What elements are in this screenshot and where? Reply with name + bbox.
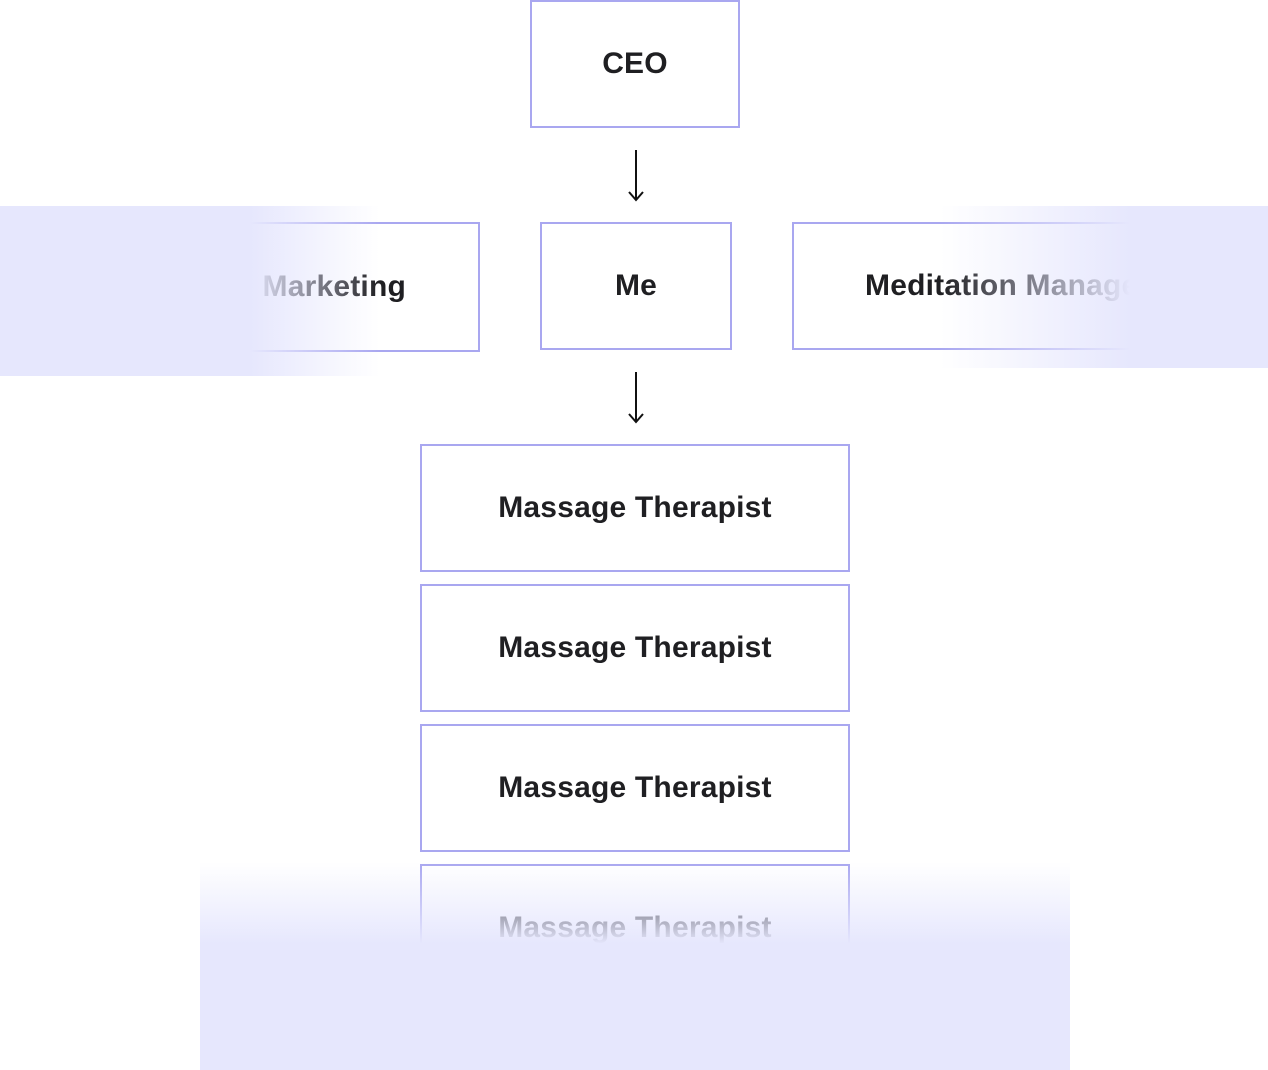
node-meditation-manager: Meditation Manager	[792, 222, 1172, 350]
node-me-label: Me	[614, 269, 658, 302]
node-ceo-label: CEO	[602, 47, 668, 80]
node-massage-therapist: Massage Therapist	[420, 444, 850, 572]
node-massage-therapist: Massage Therapist	[420, 864, 850, 992]
node-massage-therapist-label: Massage Therapist	[498, 631, 772, 664]
node-massage-therapist: Massage Therapist	[420, 724, 850, 852]
node-massage-therapist-label: Massage Therapist	[498, 911, 772, 944]
node-ceo: CEO	[530, 0, 740, 128]
node-massage-therapist-label: Massage Therapist	[498, 491, 772, 524]
node-massage-therapist-label: Massage Therapist	[498, 771, 772, 804]
node-marketing-label: Marketing	[262, 270, 406, 303]
node-me: Me	[540, 222, 732, 350]
node-massage-therapist: Massage Therapist	[420, 584, 850, 712]
arrow-down-icon	[628, 372, 644, 424]
node-meditation-manager-label: Meditation Manager	[865, 269, 1151, 302]
node-marketing: Marketing	[140, 222, 480, 352]
arrow-down-icon	[628, 150, 644, 202]
